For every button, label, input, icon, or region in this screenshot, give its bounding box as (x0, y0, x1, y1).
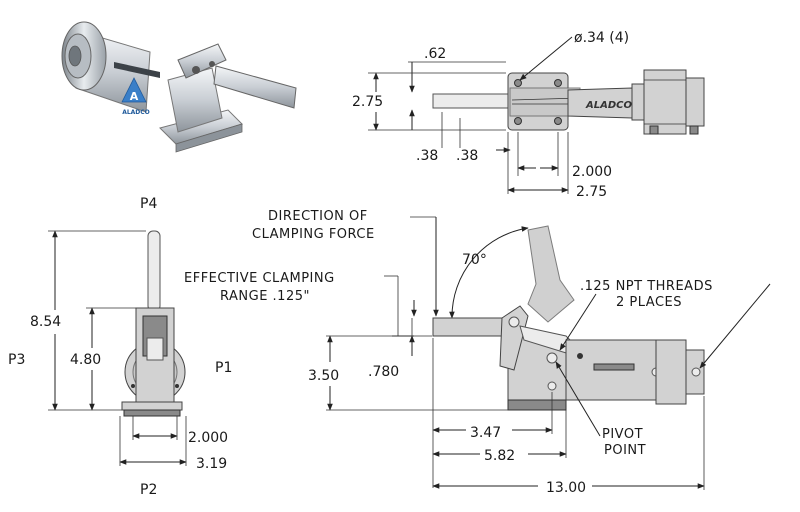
angle-label: 70° (462, 252, 487, 268)
effective-range-line1: EFFECTIVE CLAMPING (184, 271, 335, 286)
photo-brand-text: ALADCO (122, 109, 150, 116)
dim-038-a: .38 (416, 148, 438, 164)
side-view: DIRECTION OF CLAMPING FORCE EFFECTIVE CL… (184, 209, 771, 496)
label-p1: P1 (215, 360, 232, 376)
top-view: ALADCO ø.34 (4) .62 2.75 .38 .38 2.000 (352, 30, 705, 200)
top-view-brand: ALADCO (585, 100, 632, 111)
effective-range-line2: RANGE .125" (220, 289, 310, 304)
dim-854: 8.54 (30, 314, 61, 330)
npt-label-line1: .125 NPT THREADS (580, 279, 713, 294)
label-p3: P3 (8, 352, 25, 368)
direction-label-line2: CLAMPING FORCE (252, 227, 375, 242)
product-photo: A ALADCO (61, 21, 297, 153)
dim-062: .62 (424, 46, 446, 62)
pivot-label-line2: POINT (604, 443, 646, 458)
dim-480: 4.80 (70, 352, 101, 368)
pivot-label-line1: PIVOT (602, 427, 643, 442)
label-p4: P4 (140, 196, 157, 212)
dim-275-vertical: 2.75 (352, 94, 383, 110)
dim-275-horizontal: 2.75 (576, 184, 607, 200)
dim-347: 3.47 (470, 425, 501, 441)
end-view: P4 P3 P1 P2 8.54 4.80 2.000 (8, 196, 232, 498)
dim-2000-end: 2.000 (188, 430, 228, 446)
label-p2: P2 (140, 482, 157, 498)
dim-319: 3.19 (196, 456, 227, 472)
dim-582: 5.82 (484, 448, 515, 464)
direction-label-line1: DIRECTION OF (268, 209, 368, 224)
dim-2000-top: 2.000 (572, 164, 612, 180)
dim-1300: 13.00 (546, 480, 586, 496)
brand-logo-icon (121, 77, 147, 103)
dim-780: .780 (368, 364, 399, 380)
hole-diameter-callout: ø.34 (4) (574, 30, 629, 46)
dim-038-b: .38 (456, 148, 478, 164)
npt-label-line2: 2 PLACES (616, 295, 682, 310)
dim-350: 3.50 (308, 368, 339, 384)
photo-brand-mark: A (130, 90, 139, 103)
